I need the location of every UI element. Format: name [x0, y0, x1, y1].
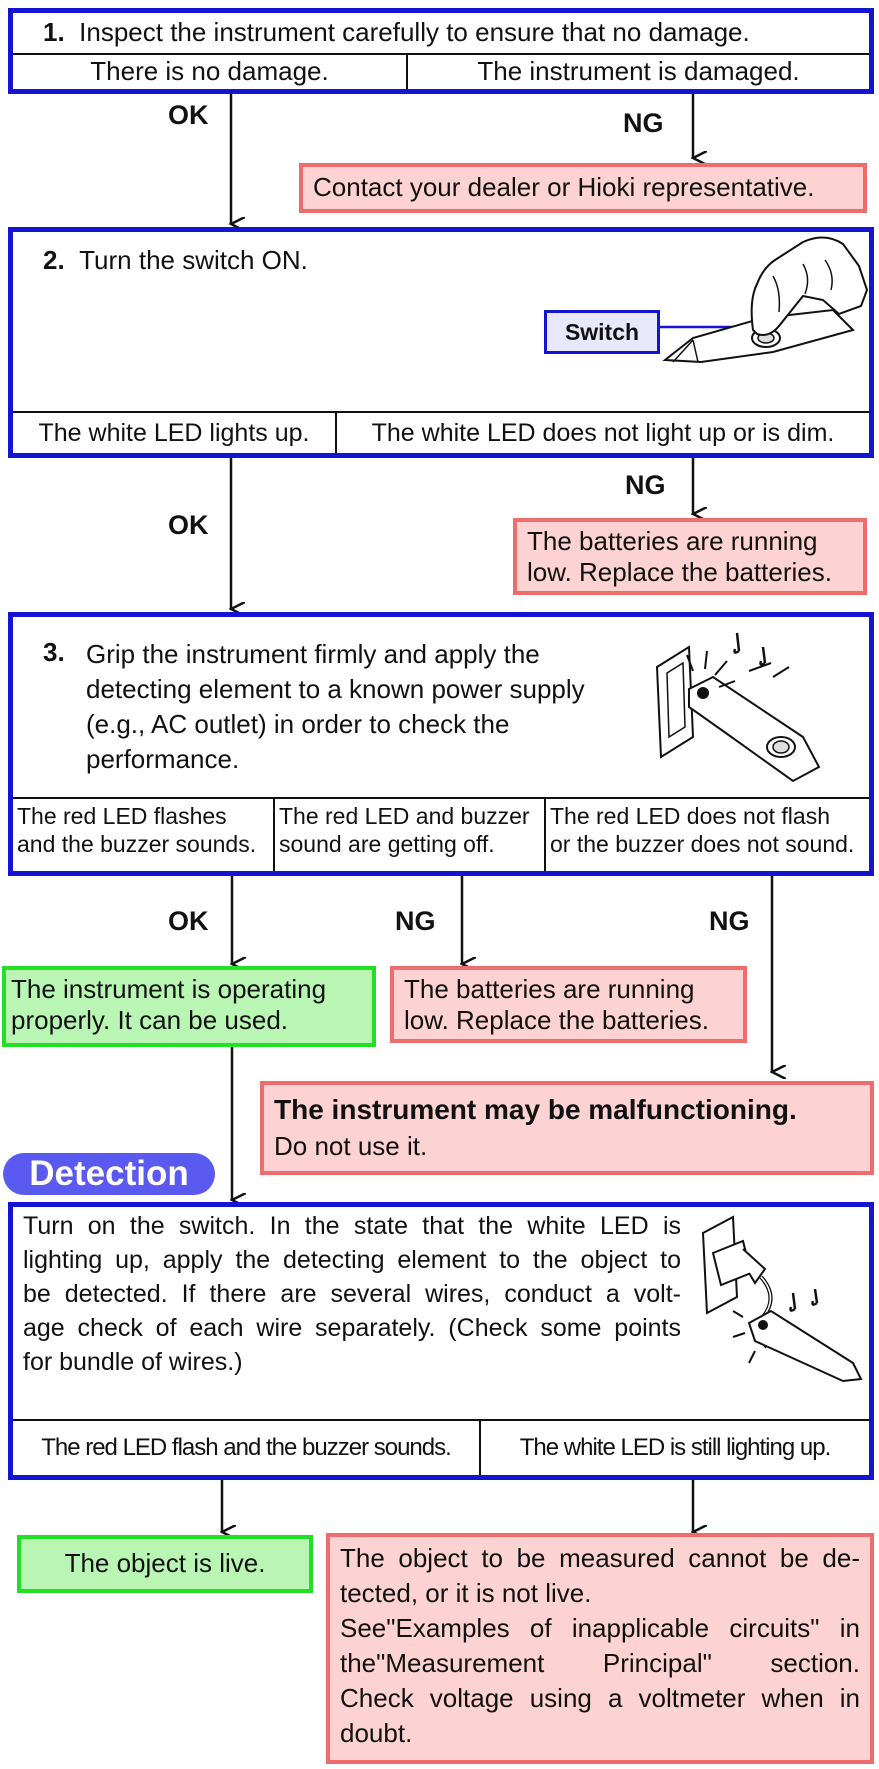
step3-divider — [13, 797, 869, 799]
detection-instructions-line3: be detected. If there are several wires,… — [23, 1280, 681, 1308]
step2-ng-case: The white LED does not light up or is di… — [371, 418, 835, 447]
detection-notlive-result: The object to be measured cannot be de- … — [326, 1533, 874, 1764]
step1-box: 1. Inspect the instrument carefully to e… — [8, 8, 874, 94]
detection-divider — [13, 1419, 869, 1421]
detection-pill: Detection — [3, 1153, 215, 1195]
detection-instructions-line2: lighting up, apply the detecting element… — [23, 1246, 681, 1274]
step3-case-a-line1: The red LED flashes — [17, 803, 227, 829]
step3-title-line2: detecting element to a known power suppl… — [86, 674, 585, 704]
step3-ng-result-c: The instrument may be malfunctioning. Do… — [260, 1081, 874, 1175]
hand-pressing-switch-illustration — [660, 236, 869, 364]
step2-ng-label: NG — [625, 470, 666, 500]
step2-ng-result-line1: The batteries are running — [527, 526, 818, 556]
step1-ok-label: OK — [168, 100, 209, 130]
step2-ng-result-line2: low. Replace the batteries. — [527, 557, 832, 588]
step2-divider — [13, 411, 869, 413]
step3-case-a: The red LED flashes and the buzzer sound… — [17, 802, 277, 858]
step3-ng-result-b-line1: The batteries are running — [404, 974, 695, 1004]
detection-instructions-line4: age check of each wire separately. (Chec… — [23, 1314, 681, 1342]
step3-ng-result-c-body: Do not use it. — [274, 1130, 428, 1161]
step2-ok-label: OK — [168, 510, 209, 540]
step3-ng-label-c: NG — [709, 906, 750, 936]
detection-live-result-text: The object is live. — [64, 1548, 266, 1579]
detection-case-live: The red LED flash and the buzzer sounds. — [41, 1434, 452, 1462]
switch-label: Switch — [564, 318, 640, 345]
detection-pill-label: Detection — [29, 1154, 189, 1193]
step1-ng-result-text: Contact your dealer or Hioki representat… — [313, 172, 815, 203]
step2-ng-result: The batteries are running low. Replace t… — [513, 518, 867, 595]
step1-col-divider — [406, 53, 408, 89]
detection-instructions-line5: for bundle of wires.) — [23, 1348, 243, 1376]
step3-ok-result: The instrument is operating properly. It… — [2, 966, 376, 1047]
step1-divider — [13, 53, 869, 55]
outlet-test-illustration — [655, 632, 821, 783]
step3-title-line3: (e.g., AC outlet) in order to check the — [86, 709, 510, 739]
step3-case-c: The red LED does not flash or the buzzer… — [550, 802, 870, 858]
detection-live-result: The object is live. — [17, 1535, 313, 1593]
step3-case-b: The red LED and buzzer sound are getting… — [279, 802, 549, 858]
step1-ng-label: NG — [623, 108, 664, 138]
step3-ng-result-b-line2: low. Replace the batteries. — [404, 1005, 709, 1036]
step3-ok-result-line1: The instrument is operating — [11, 974, 327, 1004]
step2-ok-case: The white LED lights up. — [38, 418, 310, 447]
step1-number: 1. — [43, 17, 65, 48]
switch-callout: Switch — [544, 310, 660, 354]
step3-number: 3. — [43, 637, 65, 667]
step1-ng-case: The instrument is damaged. — [477, 56, 800, 87]
step2-number: 2. — [43, 245, 65, 276]
step2-title-row: 2. Turn the switch ON. — [43, 242, 543, 280]
detection-box: Turn on the switch. In the state that th… — [8, 1202, 874, 1480]
step1-ok-case: There is no damage. — [90, 56, 329, 87]
step3-case-b-line1: The red LED and buzzer — [279, 803, 530, 829]
step3-ok-result-line2: properly. It can be used. — [11, 1005, 289, 1036]
step3-ng-result-b: The batteries are running low. Replace t… — [390, 966, 747, 1043]
detection-instructions: Turn on the switch. In the state that th… — [23, 1209, 681, 1379]
step1-title: Inspect the instrument carefully to ensu… — [79, 17, 750, 48]
step3-ng-result-c-title: The instrument may be malfunctioning. — [274, 1094, 797, 1125]
step2-box: 2. Turn the switch ON. Switch The white … — [8, 227, 874, 458]
detection-notlive-line6: doubt. — [340, 1718, 413, 1748]
step1-title-row: 1. Inspect the instrument carefully to e… — [43, 13, 863, 53]
step3-case-b-line2: sound are getting off. — [279, 831, 495, 857]
detection-notlive-line3: See"Examples of inapplicable circuits" i… — [340, 1613, 860, 1643]
step3-title: Grip the instrument firmly and apply the… — [86, 637, 585, 777]
step3-case-c-line1: The red LED does not flash — [550, 803, 830, 829]
step3-col-divider-1 — [273, 797, 275, 871]
detection-instructions-line1: Turn on the switch. In the state that th… — [23, 1212, 681, 1240]
step3-case-c-line2: or the buzzer does not sound. — [550, 831, 855, 857]
step2-title: Turn the switch ON. — [79, 245, 308, 276]
detection-col-divider — [479, 1419, 481, 1475]
step3-ok-label: OK — [168, 906, 209, 936]
plug-test-illustration — [701, 1215, 863, 1383]
step3-box: 3. Grip the instrument firmly and apply … — [8, 612, 874, 876]
step3-ng-label-b: NG — [395, 906, 436, 936]
step2-col-divider — [335, 411, 337, 453]
detection-case-notlive: The white LED is still lighting up. — [519, 1434, 832, 1462]
step3-case-a-line2: and the buzzer sounds. — [17, 831, 257, 857]
step3-title-line1: Grip the instrument firmly and apply the — [86, 639, 540, 669]
detection-notlive-line5: Check voltage using a voltmeter when in — [340, 1683, 860, 1713]
detection-notlive-line4: the"Measurement Principal" section. — [340, 1648, 860, 1678]
step3-col-divider-2 — [544, 797, 546, 871]
step3-title-line4: performance. — [86, 744, 240, 774]
detection-notlive-line1: The object to be measured cannot be de- — [340, 1543, 860, 1573]
step1-ng-result: Contact your dealer or Hioki representat… — [299, 163, 867, 213]
detection-notlive-line2: tected, or it is not live. — [340, 1578, 592, 1608]
